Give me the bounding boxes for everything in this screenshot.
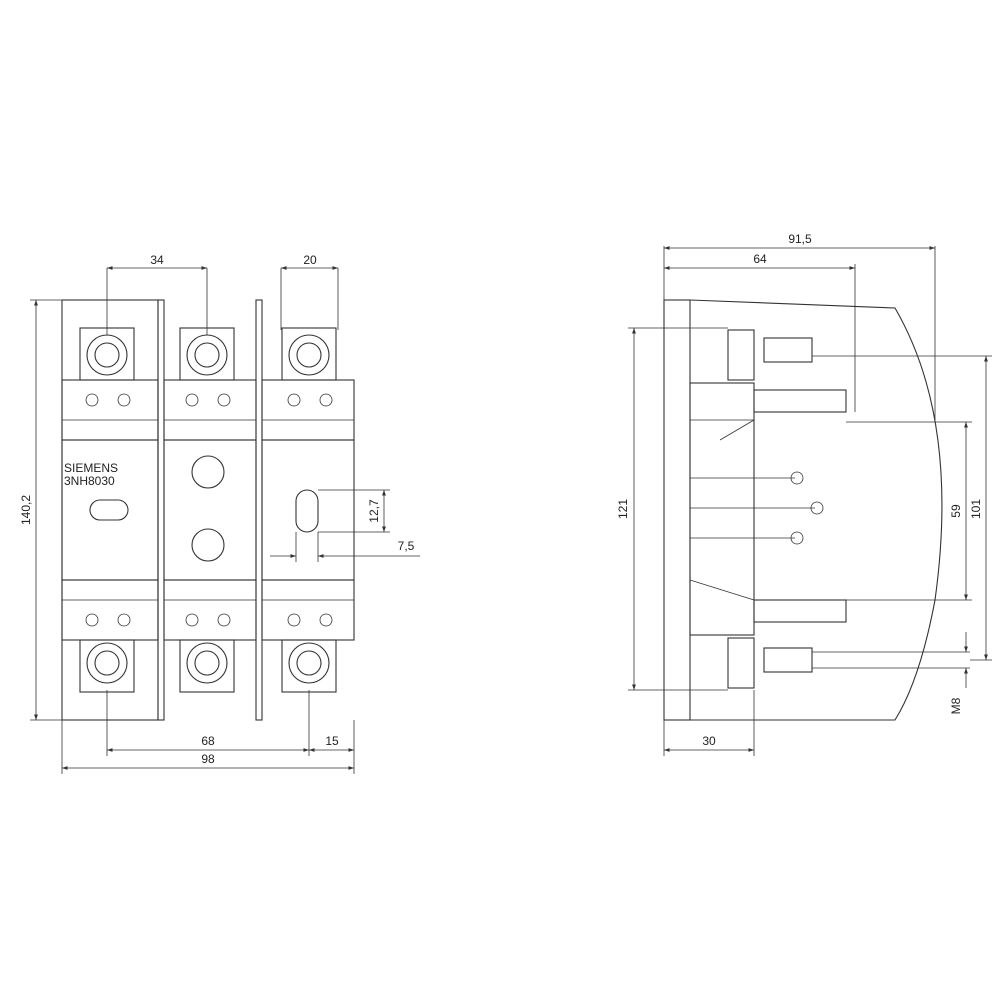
left-slot <box>89 499 129 521</box>
terminal-bottom-1 <box>79 639 135 693</box>
dim-top-width: 20 <box>280 253 339 330</box>
top-terminals <box>61 327 355 441</box>
nut-top-1 <box>86 334 128 376</box>
divider-left <box>157 299 165 721</box>
dim-side-base-depth: 30 <box>663 690 755 756</box>
dim-side-thread-label: M8 <box>949 697 963 714</box>
dim-side-inner-height: 59 <box>846 421 972 601</box>
dim-side-terminal-depth-label: 64 <box>753 252 767 266</box>
right-slot <box>295 489 319 533</box>
dim-top-pitch-label: 34 <box>150 253 164 267</box>
nut-bottom-3 <box>288 642 330 684</box>
nut-top-3 <box>288 334 330 376</box>
clamp-top-3 <box>261 379 355 441</box>
side-terminal-top-block <box>727 329 755 381</box>
terminal-bottom-3 <box>281 639 337 693</box>
center-hole-bottom <box>191 528 225 562</box>
side-bottom-contact <box>753 599 847 623</box>
dim-height: 140,2 <box>19 299 62 721</box>
side-terminal-bottom-bolt <box>763 647 813 673</box>
divider-right <box>255 299 263 721</box>
clamp-bottom-1 <box>61 579 159 641</box>
dim-top-width-label: 20 <box>303 253 317 267</box>
dim-side-total-depth-label: 91,5 <box>788 232 812 246</box>
bottom-terminals <box>61 579 355 693</box>
center-hole-top <box>191 455 225 489</box>
dim-bottom-pitch-label: 68 <box>201 734 215 748</box>
dim-bottom: 68 15 <box>106 690 355 774</box>
side-terminal-top-bolt <box>763 337 813 363</box>
side-cover <box>664 299 943 721</box>
bolt-top-2 <box>194 342 220 368</box>
dim-side-inner-height-label: 59 <box>949 504 963 518</box>
clamp-top-1 <box>61 379 159 441</box>
dim-side-base-depth-label: 30 <box>702 734 716 748</box>
right-module <box>261 439 355 581</box>
model-label: 3NH8030 <box>64 474 115 488</box>
bolt-bottom-2 <box>194 650 220 676</box>
bolt-top-1 <box>94 342 120 368</box>
bolt-top-3 <box>296 342 322 368</box>
dim-side-terminal-pitch: 101 <box>812 355 992 661</box>
nut-bottom-2 <box>186 642 228 684</box>
dim-side-terminal-pitch-label: 101 <box>969 499 983 519</box>
dim-side-height-label: 121 <box>616 499 630 519</box>
clamp-top-2 <box>163 379 257 441</box>
terminal-top-2 <box>179 327 235 381</box>
dim-slot-width-label: 7,5 <box>398 539 415 553</box>
side-view: 91,5 64 121 59 101 <box>616 232 992 756</box>
dim-total-width-label: 98 <box>201 752 215 766</box>
bolt-bottom-3 <box>296 650 322 676</box>
dim-slot-width: 7,5 <box>270 532 420 562</box>
dim-total-width: 98 <box>61 720 354 774</box>
side-top-contact <box>753 389 847 413</box>
side-base <box>663 299 691 721</box>
dim-side-thread: M8 <box>949 632 968 714</box>
dim-top-pitch: 34 <box>106 253 208 335</box>
side-terminal-bottom-block <box>727 637 755 689</box>
center-module <box>163 439 257 581</box>
clamp-bottom-2 <box>163 579 257 641</box>
dim-height-label: 140,2 <box>19 495 33 525</box>
dim-side-total-depth: 91,5 <box>663 232 936 420</box>
side-body <box>689 382 755 636</box>
front-body-plate <box>61 299 159 721</box>
dim-bottom-offset-label: 15 <box>325 734 339 748</box>
terminal-top-3 <box>281 327 337 381</box>
nut-bottom-1 <box>86 642 128 684</box>
front-view: SIEMENS 3NH8030 <box>19 253 420 774</box>
clamp-bottom-3 <box>261 579 355 641</box>
dim-slot-length: 12,7 <box>318 489 390 533</box>
dim-side-terminal-depth: 64 <box>664 252 856 412</box>
dim-side-height: 121 <box>616 327 728 691</box>
brand-label: SIEMENS <box>64 461 118 475</box>
terminal-bottom-2 <box>179 639 235 693</box>
bolt-bottom-1 <box>94 650 120 676</box>
dim-slot-length-label: 12,7 <box>367 499 381 523</box>
terminal-top-1 <box>79 327 135 381</box>
nut-top-2 <box>186 334 228 376</box>
